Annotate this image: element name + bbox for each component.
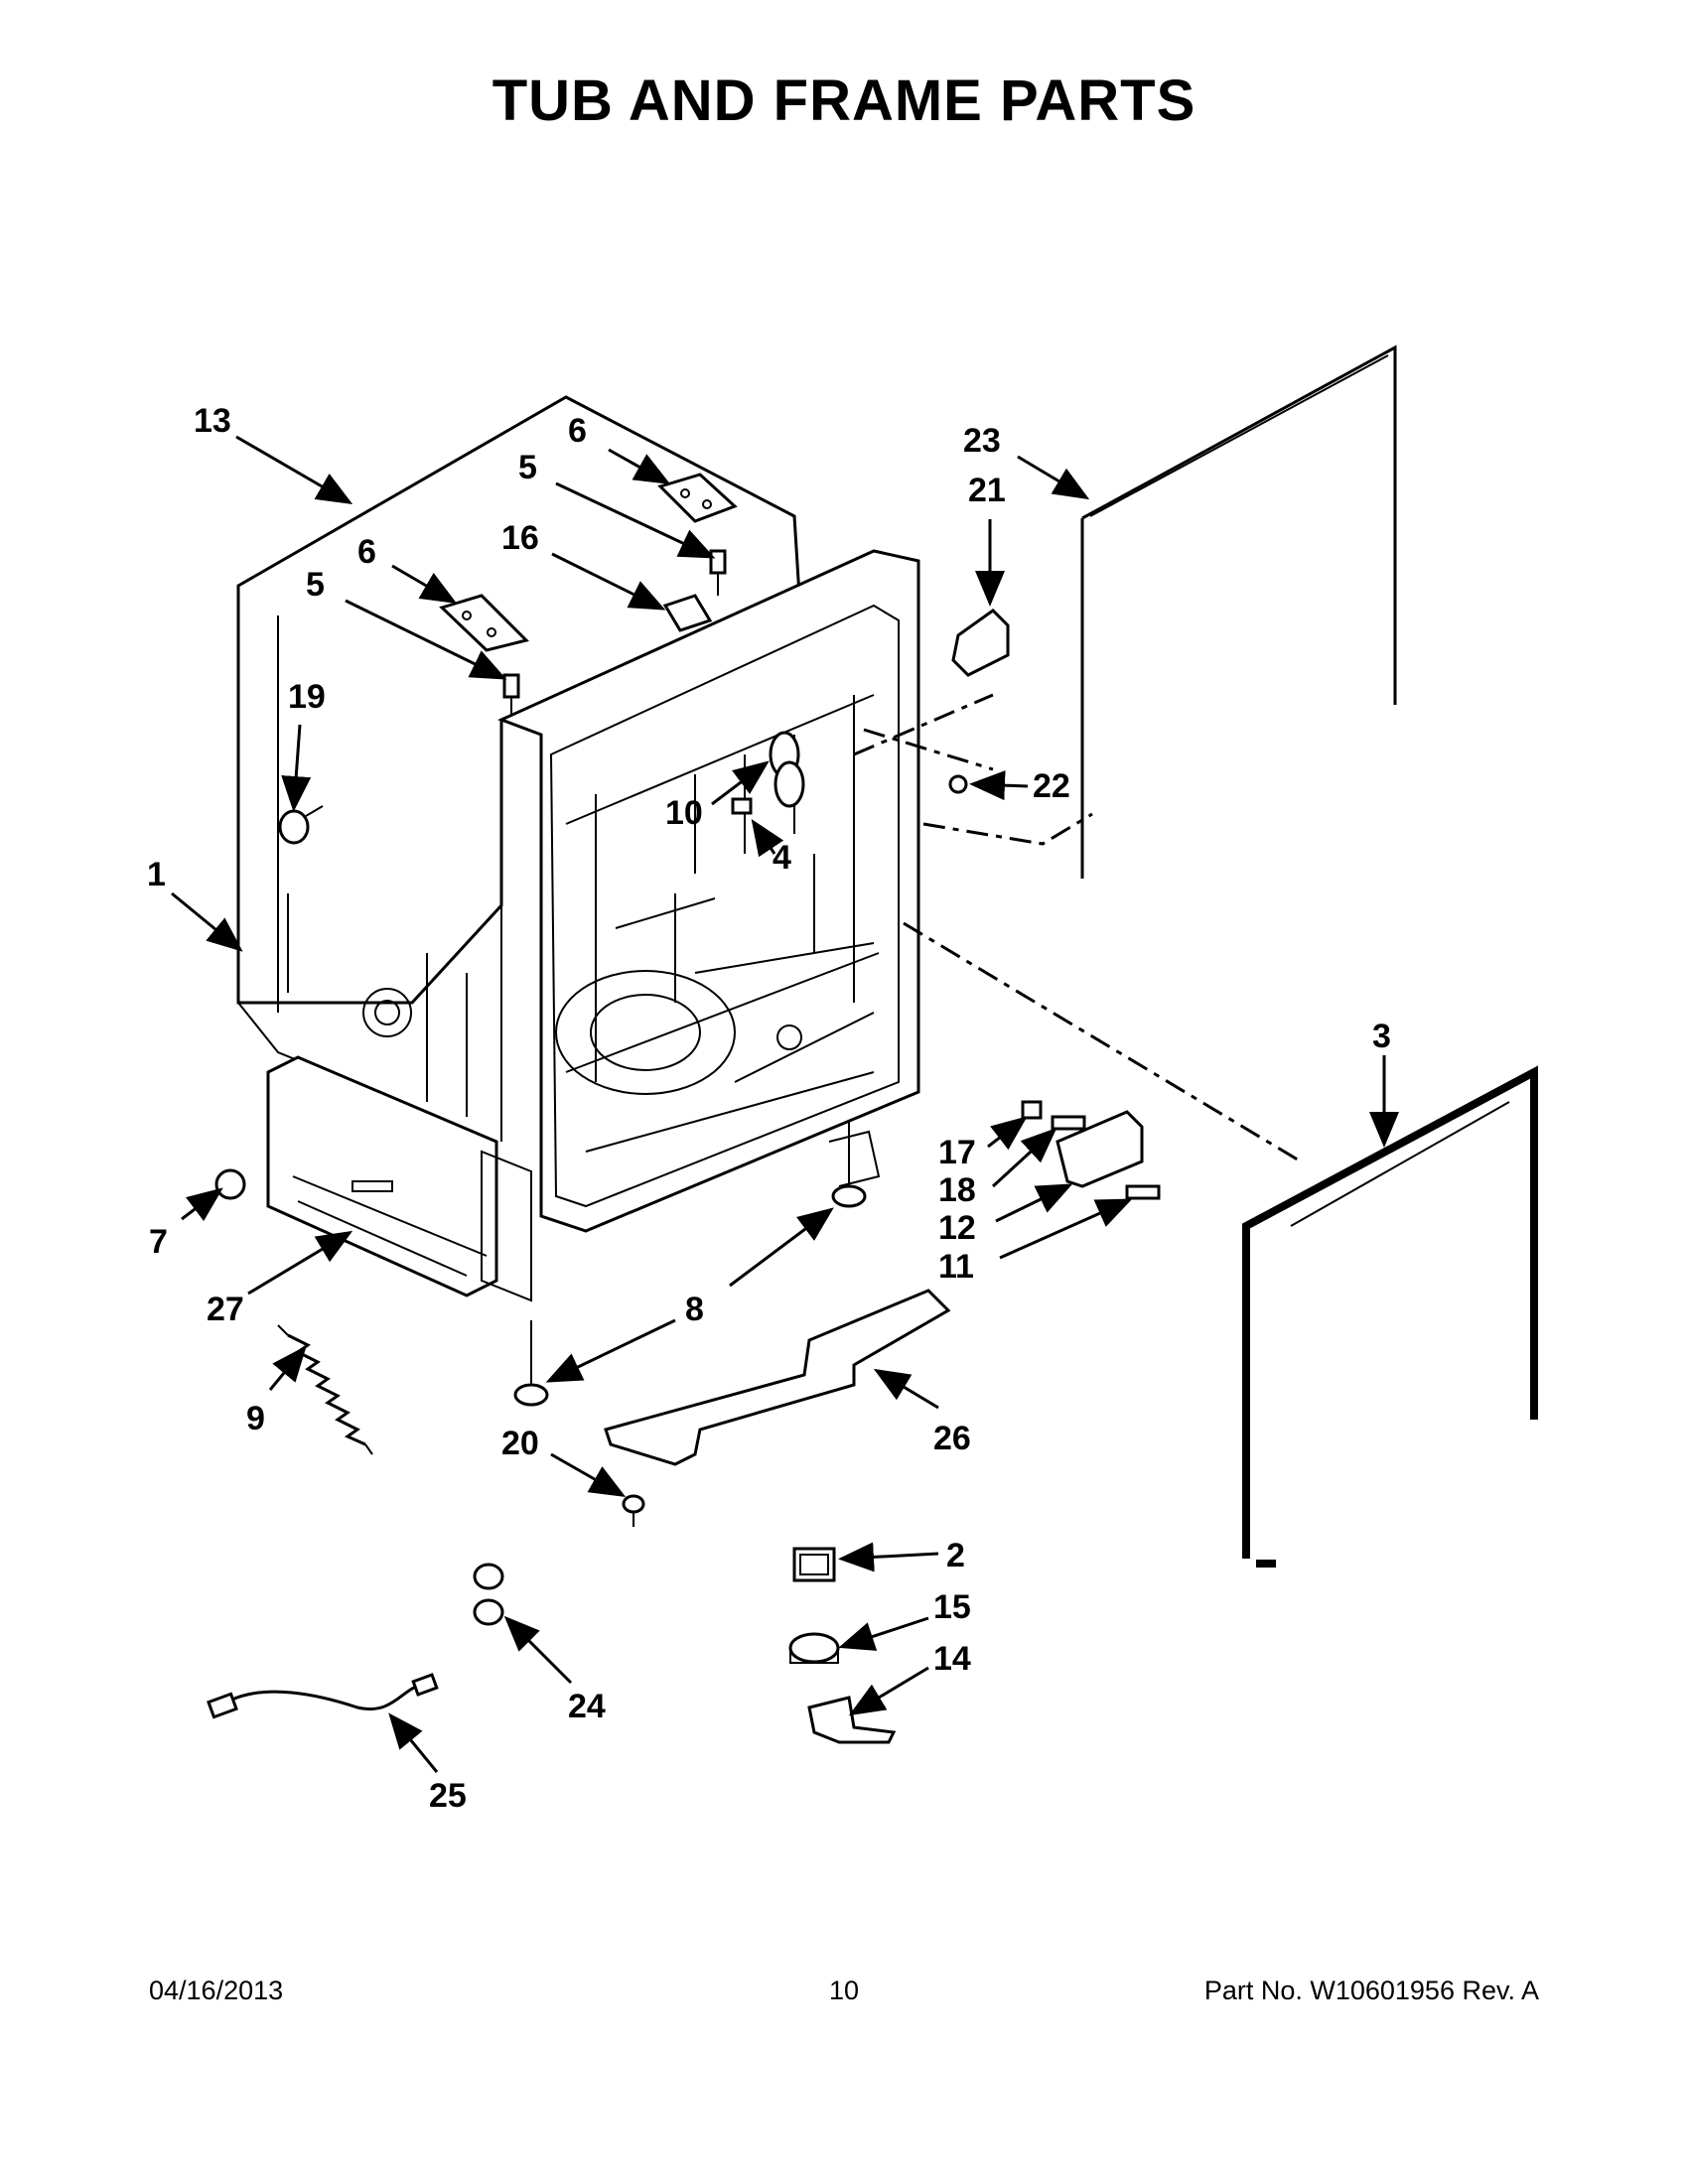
callout-11: 11 xyxy=(938,1248,974,1286)
callout-20: 20 xyxy=(501,1425,539,1462)
hinge-bracket-lower xyxy=(439,594,529,652)
screws-17-18-11 xyxy=(1021,1100,1161,1200)
callout-15: 15 xyxy=(933,1588,971,1626)
callout-4: 4 xyxy=(773,839,791,877)
callout-labels: 13 6 5 6 5 16 19 1 23 21 22 10 4 3 17 18… xyxy=(147,402,1391,1815)
callout-1: 1 xyxy=(147,856,166,893)
callout-7: 7 xyxy=(149,1223,168,1261)
side-bracket-fasteners xyxy=(731,731,805,815)
screw-20 xyxy=(622,1494,645,1527)
callout-6-upper: 6 xyxy=(568,412,587,450)
screw-lower xyxy=(502,673,520,717)
wire-harness-25 xyxy=(207,1673,439,1719)
callout-14: 14 xyxy=(933,1640,971,1678)
tub-floor-sump xyxy=(555,897,875,1153)
callout-13: 13 xyxy=(194,402,231,440)
strike-part xyxy=(951,609,1010,677)
page-title: TUB AND FRAME PARTS xyxy=(492,68,1196,133)
footer-date: 04/16/2013 xyxy=(149,1976,284,2005)
vent-clip xyxy=(662,594,713,632)
wheel xyxy=(214,1168,246,1200)
callout-16: 16 xyxy=(501,519,539,557)
callout-6-lower: 6 xyxy=(357,533,376,571)
callout-19: 19 xyxy=(288,678,326,716)
callout-24: 24 xyxy=(568,1688,606,1725)
leveling-leg-right xyxy=(831,1122,867,1208)
callout-9: 9 xyxy=(246,1400,265,1437)
callout-17: 17 xyxy=(938,1134,976,1171)
callout-8: 8 xyxy=(685,1291,704,1328)
callout-21: 21 xyxy=(968,472,1006,509)
tub-outer-shell xyxy=(236,395,801,1143)
callout-3: 3 xyxy=(1372,1018,1391,1055)
toe-panel xyxy=(604,1289,951,1466)
bracket-12 xyxy=(1055,1110,1144,1188)
footer-page-number: 10 xyxy=(828,1976,860,2005)
spring xyxy=(277,1324,373,1455)
callout-10: 10 xyxy=(665,794,703,832)
switch-15 xyxy=(788,1632,840,1664)
tub-front-frame xyxy=(497,549,920,1233)
callout-26: 26 xyxy=(933,1420,971,1457)
callout-27: 27 xyxy=(207,1291,244,1328)
hole-plug xyxy=(948,774,968,794)
callout-23: 23 xyxy=(963,422,1001,460)
clip-2 xyxy=(792,1547,836,1582)
callout-22: 22 xyxy=(1033,767,1070,805)
hinge-bracket-upper xyxy=(657,473,738,523)
callout-5-lower: 5 xyxy=(306,566,325,604)
callout-5-upper: 5 xyxy=(518,449,537,486)
callout-arrows xyxy=(171,435,1399,1773)
leveling-leg-left xyxy=(513,1320,549,1407)
callout-2: 2 xyxy=(946,1537,965,1574)
door-gasket-bottom xyxy=(1242,1065,1538,1568)
callout-25: 25 xyxy=(429,1777,467,1815)
callout-12: 12 xyxy=(938,1209,976,1247)
footer-part-number: Part No. W10601956 Rev. A xyxy=(1203,1976,1539,2005)
bracket-14 xyxy=(807,1696,897,1744)
door-gasket-side xyxy=(1080,344,1397,879)
sensor-24 xyxy=(473,1563,504,1626)
callout-18: 18 xyxy=(938,1171,976,1209)
